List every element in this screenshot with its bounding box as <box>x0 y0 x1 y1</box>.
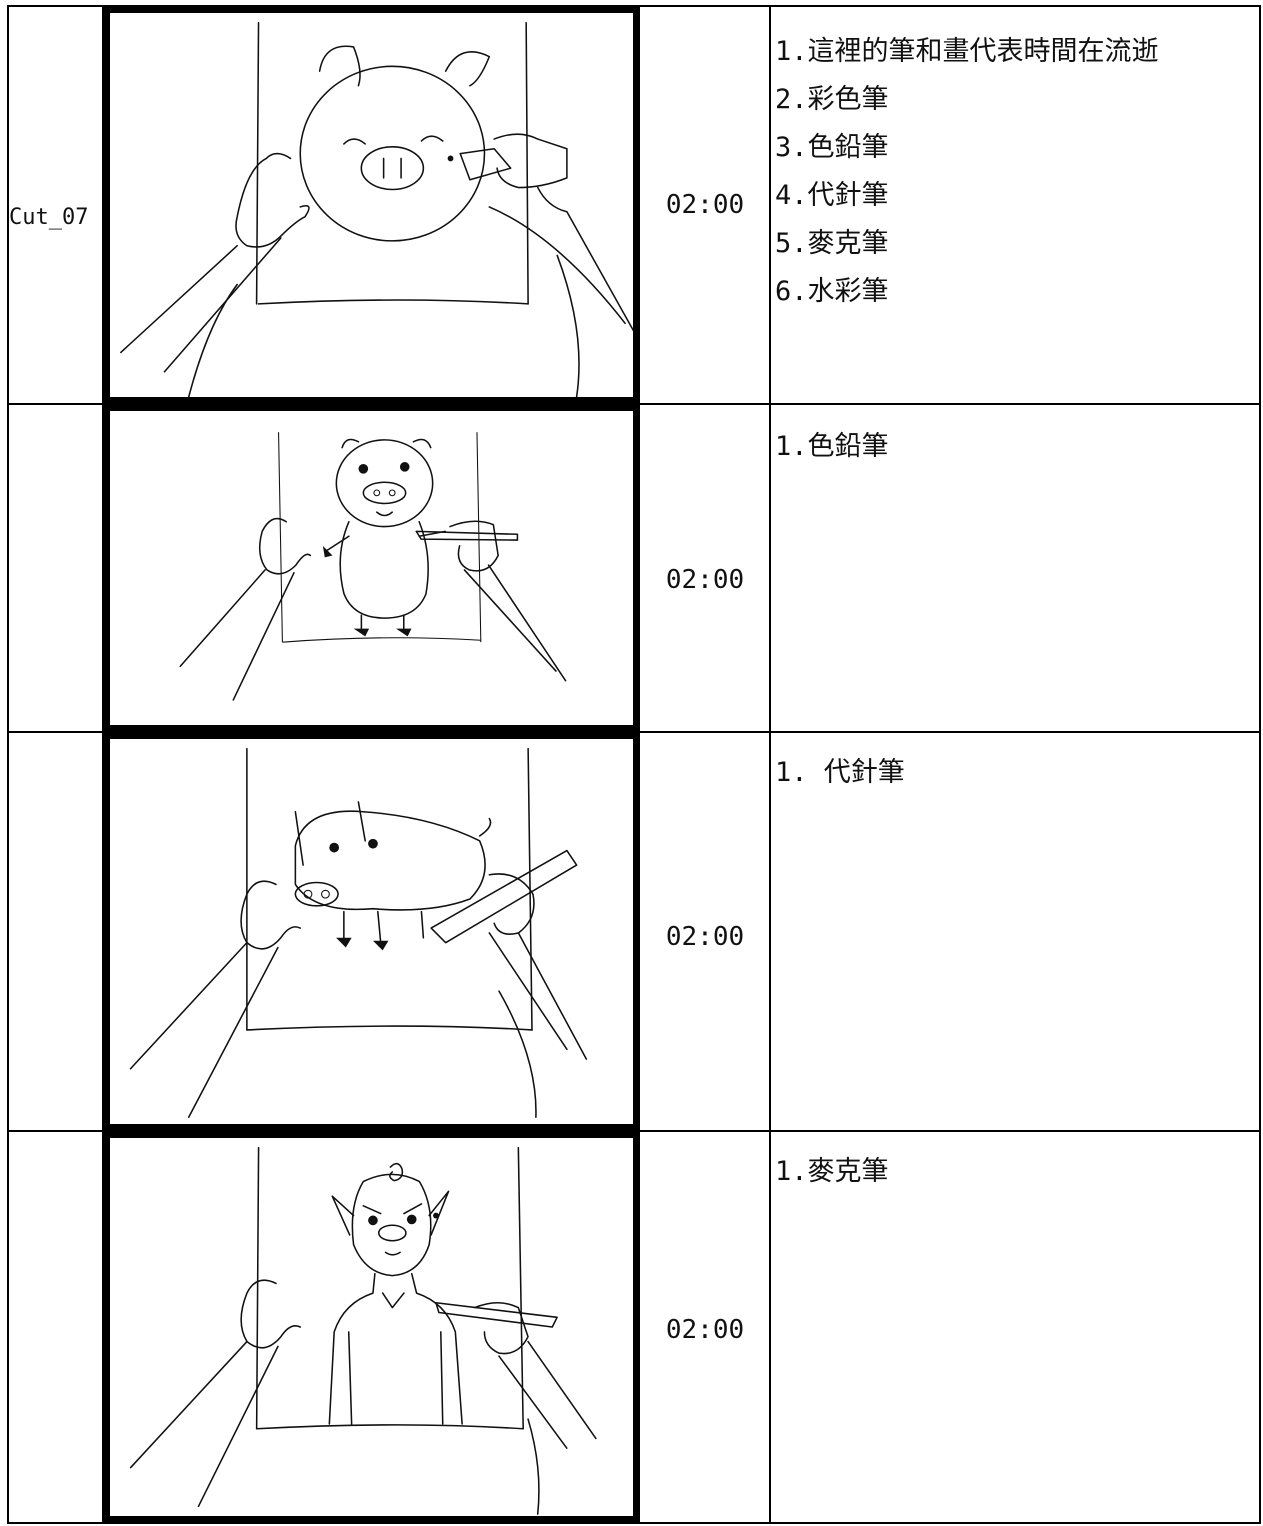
duration-label: 02:00 <box>665 922 745 952</box>
note-item: 1.色鉛筆 <box>775 431 889 462</box>
cut-label: Cut_07 <box>9 205 89 230</box>
column-divider <box>7 5 9 1524</box>
storyboard-frame-1 <box>102 7 639 403</box>
note-item: 1. 代針筆 <box>775 757 905 788</box>
note-item: 2.彩色筆 <box>775 84 889 115</box>
row-divider <box>7 5 1261 7</box>
note-item: 4.代針筆 <box>775 180 889 211</box>
note-item: 5.麥克筆 <box>775 228 889 259</box>
duration-label: 02:00 <box>665 565 745 595</box>
notes-list: 1. 代針筆 <box>775 749 1259 797</box>
demon-character-marker-sketch <box>129 1146 597 1515</box>
storyboard-frame-4 <box>102 1132 639 1522</box>
standing-pig-colored-pencil-sketch <box>179 432 567 701</box>
note-item: 3.色鉛筆 <box>775 132 889 163</box>
note-item: 1.麥克筆 <box>775 1156 889 1187</box>
notes-list: 1.麥克筆 <box>775 1148 1259 1196</box>
column-divider <box>638 5 640 1524</box>
note-item: 1.這裡的筆和畫代表時間在流逝 <box>775 36 1159 67</box>
duration-label: 02:00 <box>665 1315 745 1345</box>
note-item: 6.水彩筆 <box>775 276 889 307</box>
row-divider <box>7 1522 1261 1524</box>
notes-list: 1.色鉛筆 <box>775 423 1259 471</box>
side-pig-drawing-pen-sketch <box>129 747 588 1118</box>
column-divider <box>769 5 771 1524</box>
pig-face-marker-sketch <box>120 21 633 397</box>
row-divider <box>7 1130 1261 1132</box>
storyboard-table: Cut_07 02:00 1.這裡的筆和畫代表時間在流逝 2.彩色筆 3.色鉛筆… <box>7 5 1261 1524</box>
notes-list: 1.這裡的筆和畫代表時間在流逝 2.彩色筆 3.色鉛筆 4.代針筆 5.麥克筆 … <box>775 28 1259 316</box>
column-divider <box>1259 5 1261 1524</box>
duration-label: 02:00 <box>665 190 745 220</box>
row-divider <box>7 731 1261 733</box>
storyboard-frame-2 <box>102 405 639 731</box>
storyboard-frame-3 <box>102 733 639 1130</box>
row-divider <box>7 403 1261 405</box>
